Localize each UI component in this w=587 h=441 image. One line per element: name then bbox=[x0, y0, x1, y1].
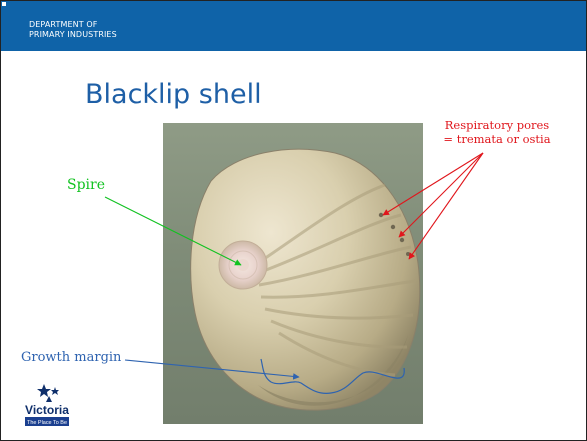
logo-tagline: The Place To Be bbox=[27, 420, 67, 426]
respiratory-pores-label-line1: Respiratory pores bbox=[431, 118, 563, 132]
victoria-logo: Victoria The Place To Be bbox=[25, 382, 69, 426]
growth-margin-trace bbox=[261, 359, 404, 393]
respiratory-pores-label: Respiratory pores = tremata or ostia bbox=[431, 118, 563, 146]
spire-label: Spire bbox=[67, 177, 105, 193]
pore-arrow-2 bbox=[399, 153, 483, 237]
logo-wordmark: Victoria bbox=[25, 403, 69, 417]
respiratory-pores-label-line2: = tremata or ostia bbox=[431, 132, 563, 146]
pore-arrow-3 bbox=[409, 153, 483, 259]
growth-margin-label: Growth margin bbox=[21, 350, 121, 365]
growth-margin-arrow bbox=[125, 360, 299, 377]
pore-arrow-1 bbox=[383, 153, 483, 215]
spire-arrow bbox=[105, 197, 241, 265]
